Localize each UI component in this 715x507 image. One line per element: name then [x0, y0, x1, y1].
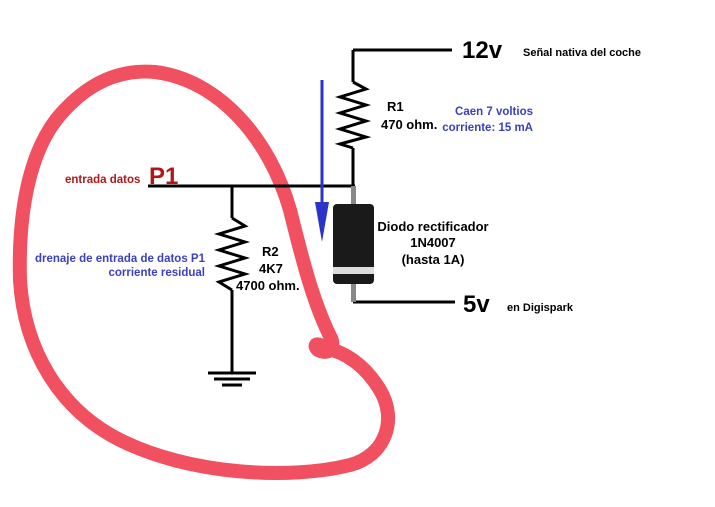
diode-lead-bottom [351, 282, 356, 302]
wires [148, 48, 455, 372]
r1-note-current: corriente: 15 mA [442, 122, 533, 134]
down-arrow-icon [315, 80, 329, 242]
resistor-zigzag-icon [213, 216, 251, 292]
diode-label-type: Diodo rectificador [377, 219, 488, 234]
output-voltage: 5v [463, 291, 490, 318]
r2-note-drain: drenaje de entrada de datos P1 [35, 253, 206, 265]
r2-code: 4K7 [259, 261, 283, 276]
r2-name: R2 [262, 244, 279, 259]
r1-value: 470 ohm. [381, 117, 437, 132]
diode-icon [333, 186, 374, 302]
r1-note-voltage-drop: Caen 7 voltios [455, 106, 533, 118]
r1-name: R1 [387, 99, 404, 114]
ground-icon [208, 371, 256, 387]
supply-voltage: 12v [462, 37, 503, 64]
red-marker-loop [12, 64, 395, 480]
input-pin: P1 [149, 163, 178, 190]
supply-description: Señal nativa del coche [523, 47, 641, 59]
r2-note-residual: corriente residual [108, 267, 205, 279]
diode-band [333, 267, 374, 274]
diode-label-model: 1N4007 [410, 235, 456, 250]
diode-label-rating: (hasta 1A) [402, 252, 465, 267]
output-description: en Digispark [507, 302, 574, 314]
r2-value: 4700 ohm. [236, 278, 300, 293]
resistor-zigzag-icon [334, 80, 372, 150]
diode-body [333, 204, 374, 284]
diode-lead-top [351, 186, 356, 206]
input-label: entrada datos [65, 174, 140, 186]
